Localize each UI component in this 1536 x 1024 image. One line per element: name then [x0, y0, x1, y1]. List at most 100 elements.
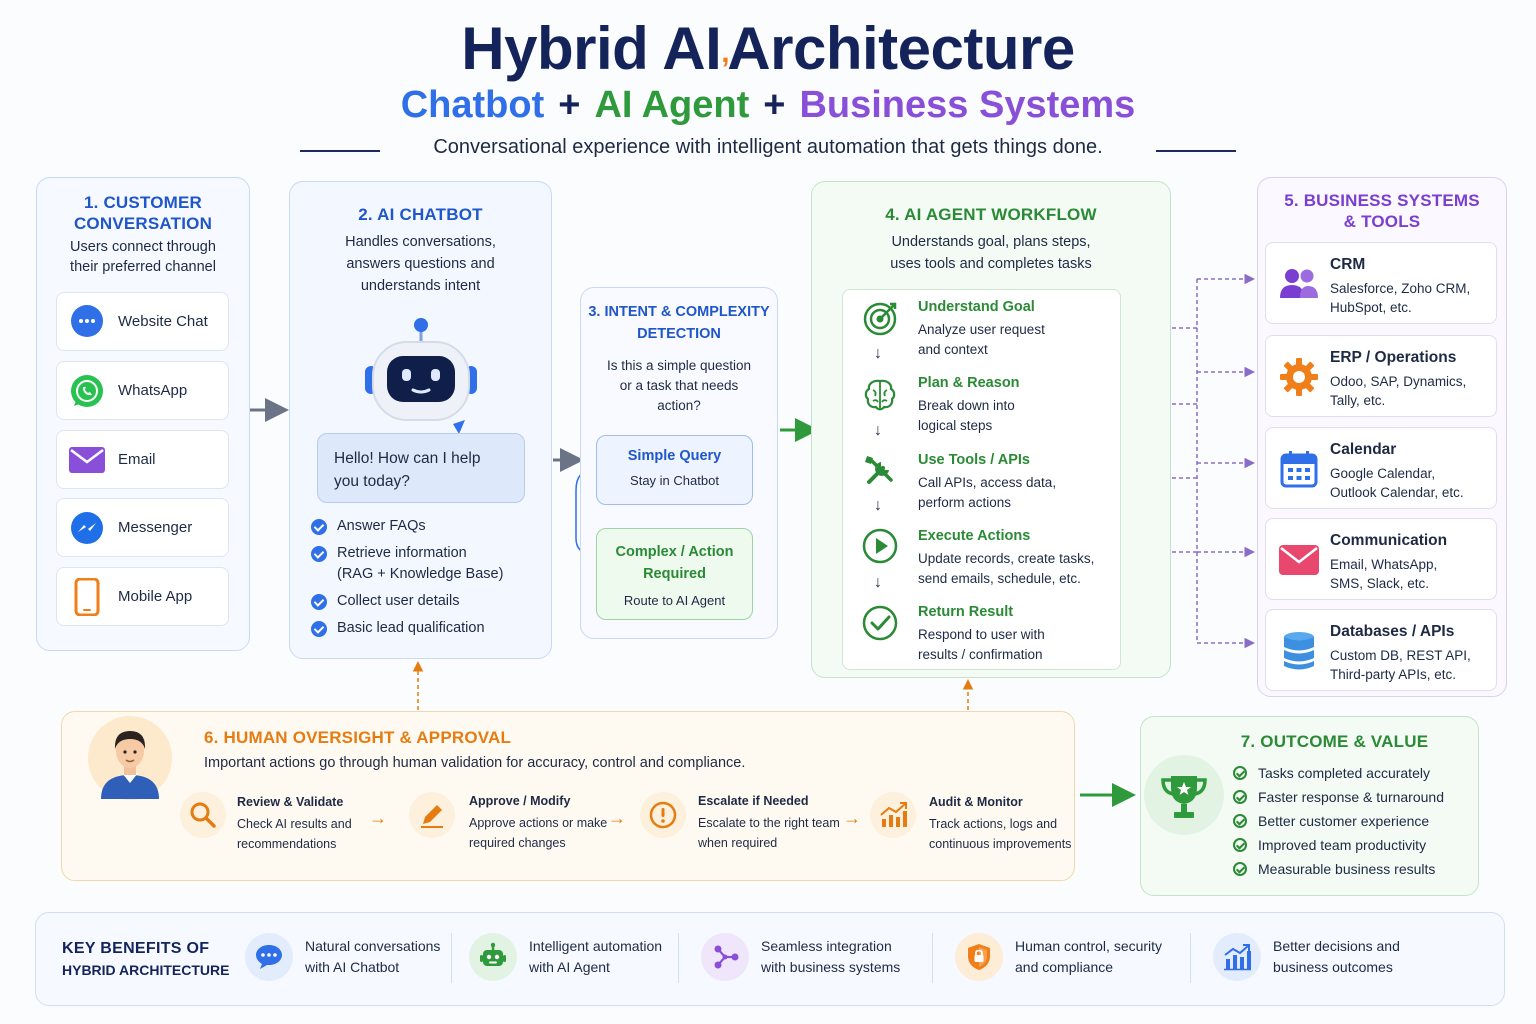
chatbot-check-item: Retrieve information (RAG + Knowledge Bas…: [311, 543, 546, 585]
agent-panel-title: 4. AI AGENT WORKFLOW: [885, 205, 1097, 224]
system-desc: Salesforce, Zoho CRM,HubSpot, etc.: [1330, 279, 1470, 317]
business-title-line-1: 5. BUSINESS SYSTEMS: [1284, 191, 1480, 210]
benefit-divider: [678, 933, 679, 983]
oversight-desc-line-2: recommendations: [237, 837, 337, 851]
benefits-title-line-2: HYBRID ARCHITECTURE: [62, 962, 230, 978]
step-desc-line-2: logical steps: [918, 418, 993, 433]
intent-title-line-2: DETECTION: [637, 326, 721, 342]
system-calendar[interactable]: Calendar Google Calendar,Outlook Calenda…: [1265, 427, 1497, 509]
chatbot-desc-line-1: Handles conversations,: [345, 234, 496, 250]
shield-icon: [955, 933, 1003, 981]
alert-icon: [640, 792, 686, 838]
complex-desc: Route to AI Agent: [623, 593, 726, 608]
chat-icon: [245, 933, 293, 981]
oversight-panel-desc: Important actions go through human valid…: [204, 755, 746, 771]
system-title: Databases / APIs: [1330, 623, 1455, 640]
benefit-divider: [1190, 933, 1191, 983]
channel-label: Messenger: [118, 519, 193, 536]
system-title: Communication: [1330, 532, 1448, 549]
system-title: ERP / Operations: [1330, 349, 1457, 366]
page-subtitle: Chatbot+AI Agent+Business Systems: [0, 84, 1536, 127]
benefit-divider: [451, 933, 452, 983]
step-title: Plan & Reason: [918, 375, 1020, 391]
customer-title-line-1: 1. CUSTOMER: [83, 193, 203, 212]
chatbot-panel-desc: Handles conversations, answers questions…: [289, 231, 552, 297]
complex-title: Complex / Action Required: [597, 541, 752, 585]
whatsapp-icon: [67, 371, 107, 411]
benefit-line-1: Seamless integration: [761, 938, 892, 954]
agent-step-4: Execute Actions Update records, create t…: [918, 528, 1094, 589]
customer-panel-desc: Users connect through their preferred ch…: [36, 237, 250, 277]
system-communication[interactable]: Communication Email, WhatsApp,SMS, Slack…: [1265, 518, 1497, 600]
step-desc-line-2: send emails, schedule, etc.: [918, 571, 1081, 586]
bar-chart-icon: [1213, 933, 1261, 981]
users-icon: [1278, 263, 1320, 305]
oversight-item-title: Audit & Monitor: [929, 795, 1023, 809]
system-databases[interactable]: Databases / APIs Custom DB, REST API,Thi…: [1265, 609, 1497, 691]
channel-website-chat[interactable]: Website Chat: [56, 292, 229, 351]
oversight-panel-title: 6. HUMAN OVERSIGHT & APPROVAL: [204, 728, 512, 747]
system-desc-line-1: Odoo, SAP, Dynamics,: [1330, 374, 1467, 389]
oversight-arrow-1: →: [369, 808, 387, 828]
step-arrow-2: ↓: [874, 422, 882, 439]
benefit-line-1: Human control, security: [1015, 938, 1163, 954]
step-desc-line-2: perform actions: [918, 495, 1012, 510]
intent-question: Is this a simple question or a task that…: [580, 356, 778, 416]
check-text: Basic lead qualification: [337, 620, 485, 636]
outcome-item: Measurable business results: [1233, 857, 1444, 881]
intent-panel-title: 3. INTENT & COMPLEXITY DETECTION: [580, 301, 778, 345]
complex-title-line-1: Complex / Action: [615, 544, 734, 560]
subtitle-business: Business Systems: [799, 84, 1136, 126]
outcome-text: Measurable business results: [1258, 861, 1436, 877]
benefits-title: KEY BENEFITS OF HYBRID ARCHITECTURE: [62, 940, 229, 978]
oversight-item-escalate: Escalate if Needed Escalate to the right…: [698, 794, 840, 853]
system-erp[interactable]: ERP / Operations Odoo, SAP, Dynamics,Tal…: [1265, 335, 1497, 417]
robot-icon: [469, 933, 517, 981]
outcome-panel-title: 7. OUTCOME & VALUE: [1240, 732, 1429, 751]
trophy-icon: [1143, 754, 1225, 841]
outcome-list: Tasks completed accurately Faster respon…: [1233, 761, 1444, 881]
mobile-icon: [67, 577, 107, 617]
check-subtext: (RAG + Knowledge Base): [337, 566, 504, 582]
chatbot-check-item: Collect user details: [311, 591, 546, 612]
system-desc: Custom DB, REST API,Third-party APIs, et…: [1330, 646, 1471, 684]
benefit-line-2: with AI Agent: [529, 959, 610, 975]
play-icon: [861, 527, 899, 570]
channel-email[interactable]: Email: [56, 430, 229, 489]
subtitle-plus-1: +: [558, 84, 581, 126]
chatbot-check-item: Answer FAQs: [311, 516, 546, 537]
system-desc: Email, WhatsApp,SMS, Slack, etc.: [1330, 555, 1437, 593]
avatar: [87, 715, 173, 806]
title-accent-mark: ,: [721, 36, 730, 70]
title-part-2: Architecture: [727, 15, 1075, 82]
intent-question-line-1: Is this a simple question: [606, 358, 752, 373]
agent-desc-line-1: Understands goal, plans steps,: [891, 234, 1091, 250]
step-arrow-3: ↓: [874, 497, 882, 514]
oversight-item-title: Approve / Modify: [469, 794, 571, 808]
target-icon: [861, 300, 899, 343]
check-circle-icon: [861, 604, 899, 647]
step-desc-line-1: Analyze user request: [918, 322, 1045, 337]
check-icon: [1233, 814, 1247, 828]
channel-messenger[interactable]: Messenger: [56, 498, 229, 557]
check-text: Retrieve information: [337, 545, 467, 561]
oversight-desc-line-1: Track actions, logs and: [929, 817, 1058, 831]
step-title: Return Result: [918, 604, 1014, 620]
envelope-icon: [1278, 539, 1320, 581]
chatbot-desc-line-2: answers questions and: [346, 256, 495, 272]
channel-mobile-app[interactable]: Mobile App: [56, 567, 229, 626]
step-desc: Call APIs, access data,perform actions: [918, 473, 1056, 513]
business-title-line-2: & TOOLS: [1343, 212, 1421, 231]
channel-whatsapp[interactable]: WhatsApp: [56, 361, 229, 420]
check-icon: [1233, 790, 1247, 804]
system-crm[interactable]: CRM Salesforce, Zoho CRM,HubSpot, etc.: [1265, 242, 1497, 324]
chat-bubble-icon: [67, 302, 107, 342]
benefit-divider: [932, 933, 933, 983]
